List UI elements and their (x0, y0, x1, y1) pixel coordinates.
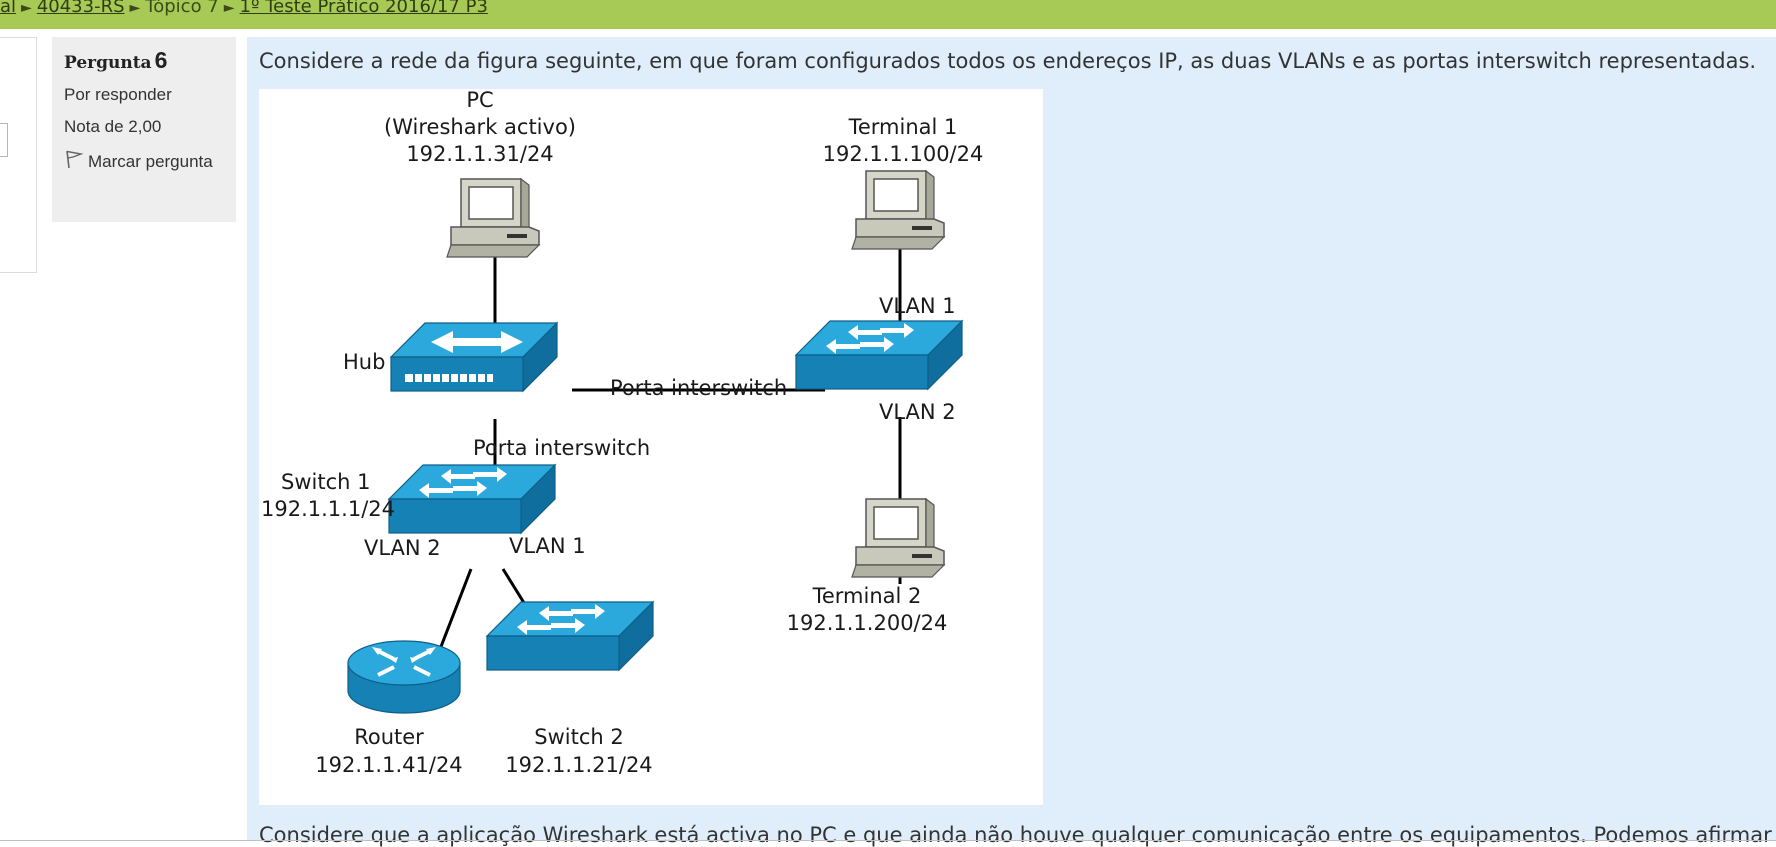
breadcrumb-separator-icon: ► (223, 0, 235, 16)
switch2-name-label: Switch 2 (534, 725, 623, 749)
terminal1-computer-icon (851, 170, 945, 250)
breadcrumb-separator-icon: ► (21, 0, 32, 16)
pc-name-label: PC (466, 89, 493, 112)
question-grade: Nota de 2,00 (64, 117, 162, 136)
switch2-ip-label: 192.1.1.21/24 (505, 753, 652, 777)
switch1-ip-label: 192.1.1.1/24 (261, 497, 395, 521)
switch1-icon (388, 464, 556, 534)
terminal1-ip-label: 192.1.1.100/24 (823, 142, 984, 166)
interswitch-horizontal-label: Porta interswitch (610, 376, 787, 400)
vlan2-right-label: VLAN 2 (879, 400, 956, 424)
router-icon (347, 640, 461, 714)
pc-ip-label: 192.1.1.31/24 (406, 142, 553, 166)
hub-label: Hub (343, 350, 385, 374)
top-bar: al►40433-RS►Tópico 7►1º Teste Prático 20… (0, 0, 1776, 29)
terminal1-name-label: Terminal 1 (848, 115, 958, 139)
router-name-label: Router (354, 725, 424, 749)
terminal2-computer-icon (851, 498, 945, 578)
breadcrumb-separator-icon: ► (129, 0, 141, 16)
flag-question-button[interactable]: Marcar pergunta (64, 149, 236, 173)
vlan1-bottom-label: VLAN 1 (509, 534, 586, 558)
interswitch-vertical-label: Porta interswitch (473, 436, 650, 460)
right-switch-icon (795, 320, 963, 390)
question-intro: Considere a rede da figura seguinte, em … (259, 49, 1757, 73)
question-state: Por responder (64, 85, 172, 104)
pc-computer-icon (446, 178, 540, 258)
pc-note-label: (Wireshark activo) (384, 115, 576, 139)
left-side-block (0, 37, 37, 273)
breadcrumb-item-course[interactable]: 40433-RS (36, 0, 125, 17)
switch1-name-label: Switch 1 (281, 470, 370, 494)
breadcrumb-item-home[interactable]: al (0, 0, 17, 17)
question-followup: Considere que a aplicação Wireshark está… (259, 823, 1776, 847)
hub-icon (390, 322, 558, 392)
switch2-icon (486, 601, 654, 671)
breadcrumb-item-topic: Tópico 7 (145, 0, 219, 17)
router-ip-label: 192.1.1.41/24 (315, 753, 462, 777)
vlan1-top-label: VLAN 1 (879, 294, 956, 318)
network-diagram: PC (Wireshark activo) 192.1.1.31/24 Term… (259, 89, 1043, 805)
question-label: Pergunta (64, 53, 152, 73)
question-number-value: 6 (154, 47, 168, 73)
breadcrumb: al►40433-RS►Tópico 7►1º Teste Prático 20… (0, 0, 488, 22)
terminal2-ip-label: 192.1.1.200/24 (787, 611, 948, 635)
side-input[interactable] (0, 123, 8, 157)
vlan2-left-label: VLAN 2 (364, 536, 441, 560)
breadcrumb-item-quiz[interactable]: 1º Teste Prático 2016/17 P3 (239, 0, 488, 17)
flag-label: Marcar pergunta (88, 152, 213, 171)
flag-icon (66, 150, 84, 169)
question-content: Considere a rede da figura seguinte, em … (247, 37, 1776, 847)
terminal2-name-label: Terminal 2 (812, 584, 922, 608)
